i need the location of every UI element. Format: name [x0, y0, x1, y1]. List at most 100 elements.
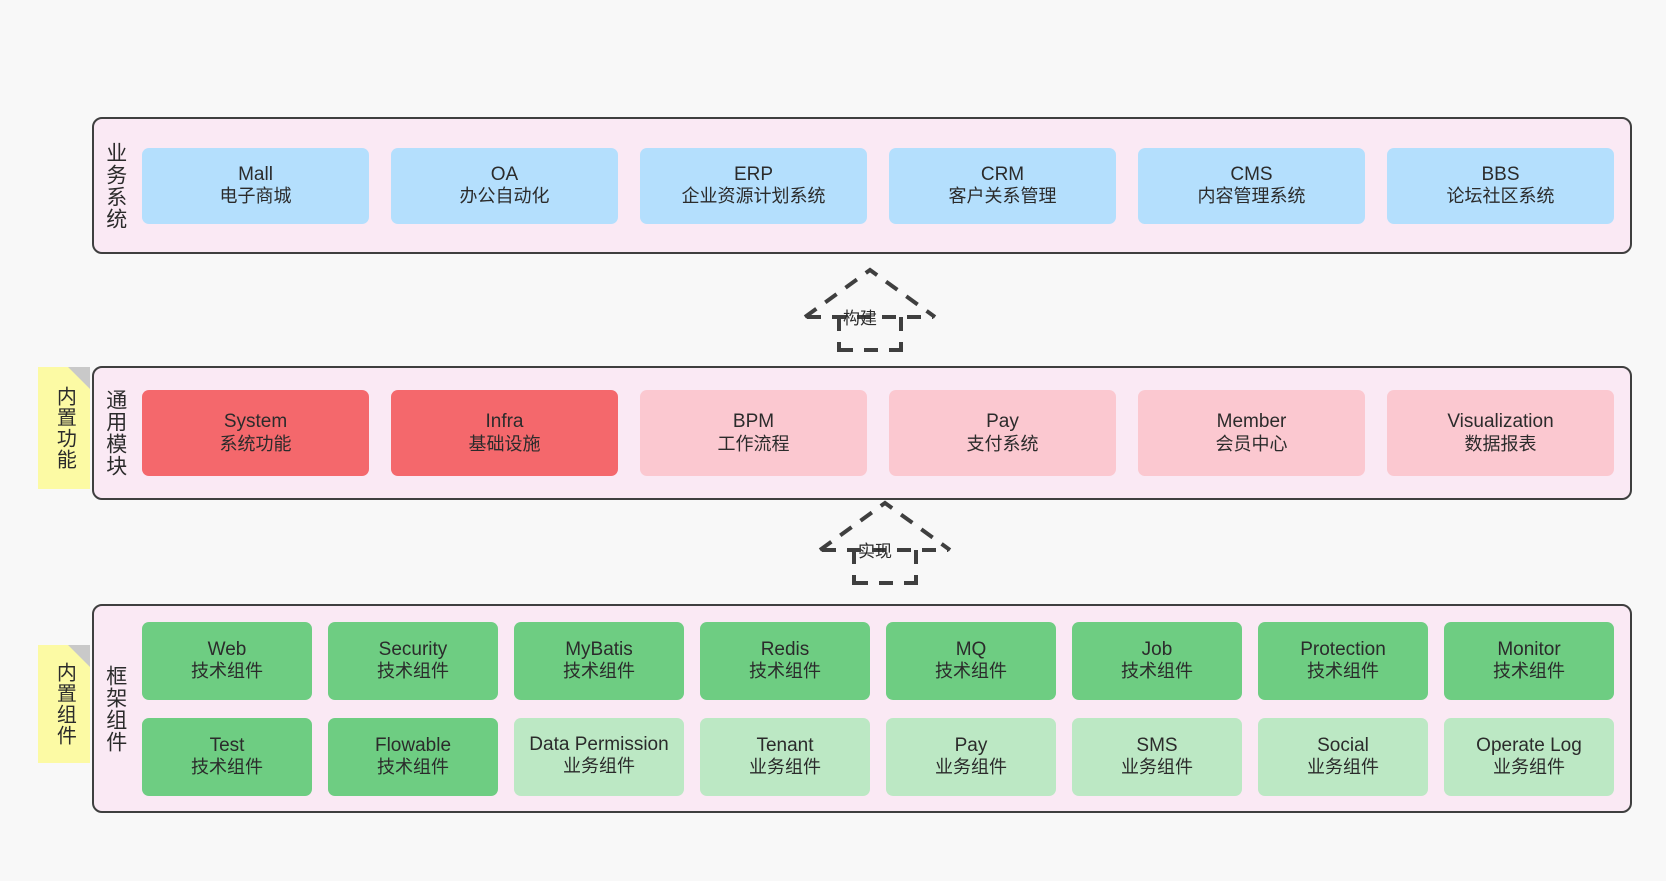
- connector-implement-label: 实现: [858, 542, 892, 561]
- card-subtitle: 业务组件: [935, 757, 1007, 778]
- card-title: Visualization: [1447, 411, 1554, 433]
- layer-common-module[interactable]: 通用模块 System 系统功能 Infra 基础设施: [92, 366, 1632, 500]
- card-subtitle: 技术组件: [749, 661, 821, 682]
- card-title: Job: [1141, 638, 1173, 660]
- framework-business-row: Test 技术组件 Flowable 技术组件 Data Permission …: [142, 717, 1614, 796]
- card-subtitle: 系统功能: [219, 433, 292, 454]
- build-arrow-head: [803, 267, 937, 319]
- note-builtin-component-text: 内置组件: [53, 662, 76, 746]
- framework-card-web[interactable]: Web 技术组件: [142, 621, 312, 700]
- card-subtitle: 技术组件: [563, 661, 635, 682]
- card-subtitle: 技术组件: [191, 757, 263, 778]
- card-title: Data Permission: [529, 734, 669, 756]
- card-subtitle: 支付系统: [966, 433, 1039, 454]
- card-title: SMS: [1136, 734, 1178, 756]
- module-card-infra[interactable]: Infra 基础设施: [391, 390, 618, 476]
- card-title: Web: [207, 638, 247, 660]
- card-subtitle: 客户关系管理: [948, 186, 1057, 207]
- card-title: Pay: [986, 411, 1019, 433]
- layer-common-module-body: System 系统功能 Infra 基础设施 BPM 工作流程: [136, 368, 1630, 498]
- module-card-system[interactable]: System 系统功能: [142, 390, 369, 476]
- note-fold-corner: [68, 367, 90, 389]
- business-system-row: Mall 电子商城 OA 办公自动化 ERP 企业资源计划系统: [142, 147, 1614, 224]
- business-card-bbs[interactable]: BBS 论坛社区系统: [1387, 147, 1614, 224]
- card-title: Operate Log: [1476, 734, 1582, 756]
- connector-implement: 实现: [810, 495, 960, 587]
- common-module-row: System 系统功能 Infra 基础设施 BPM 工作流程: [142, 390, 1614, 476]
- connector-build-label: 构建: [843, 309, 877, 328]
- module-card-pay[interactable]: Pay 支付系统: [889, 390, 1116, 476]
- card-title: Tenant: [756, 734, 814, 756]
- framework-card-job[interactable]: Job 技术组件: [1072, 621, 1242, 700]
- business-card-erp[interactable]: ERP 企业资源计划系统: [640, 147, 867, 224]
- implement-arrow-head: [818, 500, 952, 552]
- card-title: Security: [378, 638, 448, 660]
- card-subtitle: 技术组件: [1307, 661, 1379, 682]
- card-subtitle: 业务组件: [749, 757, 821, 778]
- card-title: CRM: [980, 163, 1025, 185]
- card-subtitle: 论坛社区系统: [1446, 186, 1555, 207]
- framework-card-operate-log[interactable]: Operate Log 业务组件: [1444, 717, 1614, 796]
- framework-card-monitor[interactable]: Monitor 技术组件: [1444, 621, 1614, 700]
- framework-card-flowable[interactable]: Flowable 技术组件: [328, 717, 498, 796]
- card-subtitle: 技术组件: [1121, 661, 1193, 682]
- layer-framework-component[interactable]: 框架组件 Web 技术组件 Security 技术组件: [92, 604, 1632, 813]
- card-subtitle: 技术组件: [377, 757, 449, 778]
- note-builtin-function: 内置功能: [38, 367, 90, 489]
- framework-card-sms[interactable]: SMS 业务组件: [1072, 717, 1242, 796]
- framework-card-mybatis[interactable]: MyBatis 技术组件: [514, 621, 684, 700]
- card-subtitle: 业务组件: [1307, 757, 1379, 778]
- card-title: Member: [1216, 411, 1287, 433]
- card-title: Social: [1317, 734, 1369, 756]
- card-title: OA: [490, 163, 519, 185]
- card-subtitle: 技术组件: [377, 661, 449, 682]
- business-card-crm[interactable]: CRM 客户关系管理: [889, 147, 1116, 224]
- card-title: ERP: [733, 163, 774, 185]
- framework-card-tenant[interactable]: Tenant 业务组件: [700, 717, 870, 796]
- framework-card-protection[interactable]: Protection 技术组件: [1258, 621, 1428, 700]
- layer-business-system[interactable]: 业务系统 Mall 电子商城 OA 办公自动化 ERP: [92, 117, 1632, 254]
- framework-card-data-permission[interactable]: Data Permission 业务组件: [514, 717, 684, 796]
- framework-card-mq[interactable]: MQ 技术组件: [886, 621, 1056, 700]
- framework-card-redis[interactable]: Redis 技术组件: [700, 621, 870, 700]
- layer-framework-component-title: 框架组件: [103, 664, 127, 753]
- card-title: Redis: [760, 638, 810, 660]
- card-title: Pay: [954, 734, 988, 756]
- card-subtitle: 数据报表: [1464, 433, 1537, 454]
- module-card-visualization[interactable]: Visualization 数据报表: [1387, 390, 1614, 476]
- note-builtin-function-text: 内置功能: [53, 386, 76, 470]
- card-subtitle: 企业资源计划系统: [681, 186, 826, 207]
- framework-card-pay[interactable]: Pay 业务组件: [886, 717, 1056, 796]
- card-subtitle: 技术组件: [1493, 661, 1565, 682]
- card-subtitle: 业务组件: [1121, 757, 1193, 778]
- framework-tech-row: Web 技术组件 Security 技术组件 MyBatis 技术组件: [142, 621, 1614, 700]
- card-title: Monitor: [1497, 638, 1561, 660]
- card-title: Test: [209, 734, 245, 756]
- card-title: BBS: [1481, 163, 1520, 185]
- card-title: BPM: [732, 411, 775, 433]
- card-subtitle: 业务组件: [563, 755, 635, 776]
- card-title: System: [223, 411, 288, 433]
- business-card-mall[interactable]: Mall 电子商城: [142, 147, 369, 224]
- business-card-cms[interactable]: CMS 内容管理系统: [1138, 147, 1365, 224]
- card-title: MQ: [955, 638, 987, 660]
- business-card-oa[interactable]: OA 办公自动化: [391, 147, 618, 224]
- card-subtitle: 会员中心: [1215, 433, 1288, 454]
- card-subtitle: 技术组件: [935, 661, 1007, 682]
- layer-business-system-body: Mall 电子商城 OA 办公自动化 ERP 企业资源计划系统: [136, 119, 1630, 252]
- module-card-bpm[interactable]: BPM 工作流程: [640, 390, 867, 476]
- framework-card-social[interactable]: Social 业务组件: [1258, 717, 1428, 796]
- card-subtitle: 电子商城: [219, 186, 292, 207]
- framework-card-security[interactable]: Security 技术组件: [328, 621, 498, 700]
- card-title: MyBatis: [565, 638, 633, 660]
- layer-framework-component-body: Web 技术组件 Security 技术组件 MyBatis 技术组件: [136, 606, 1630, 811]
- card-subtitle: 内容管理系统: [1197, 186, 1306, 207]
- card-subtitle: 技术组件: [191, 661, 263, 682]
- module-card-member[interactable]: Member 会员中心: [1138, 390, 1365, 476]
- card-title: CMS: [1230, 163, 1273, 185]
- card-title: Flowable: [374, 734, 452, 756]
- card-subtitle: 办公自动化: [459, 186, 550, 207]
- card-subtitle: 工作流程: [717, 433, 790, 454]
- framework-card-test[interactable]: Test 技术组件: [142, 717, 312, 796]
